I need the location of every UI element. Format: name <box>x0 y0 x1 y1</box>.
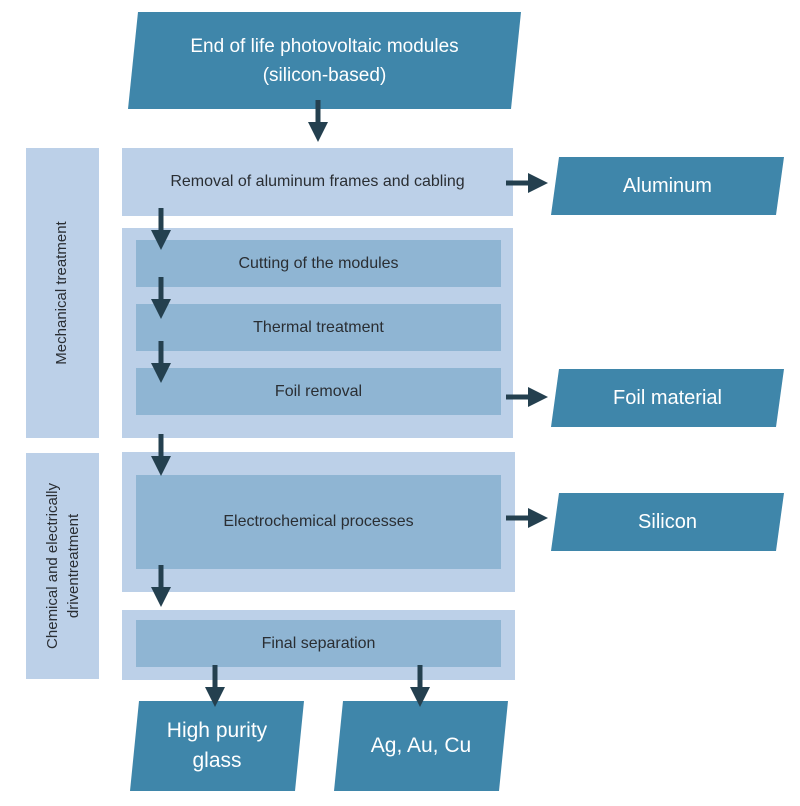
output-silicon-box <box>551 493 784 551</box>
output-silicon-label: Silicon <box>638 510 697 533</box>
output-foil-material-label: Foil material <box>613 386 722 409</box>
output-aluminum-label: Aluminum <box>623 174 712 197</box>
output-metals-label: Ag, Au, Cu <box>370 734 472 757</box>
output-glass-label: High purity glass <box>130 701 304 791</box>
step-final-separation: Final separation <box>136 620 501 667</box>
step-foil-removal: Foil removal <box>136 368 501 415</box>
output-glass-line-1: High purity <box>166 719 268 742</box>
mechanical-treatment-panel <box>26 148 99 438</box>
output-glass-box <box>130 701 304 791</box>
output-glass-line-2: glass <box>192 749 242 772</box>
step-removal: Removal of aluminum frames and cabling <box>122 148 513 216</box>
input-line-2: (silicon-based) <box>262 64 387 86</box>
output-metals-box <box>334 701 508 791</box>
chemical-treatment-panel <box>26 453 99 679</box>
output-foil-material-box <box>551 369 784 427</box>
input-line-1: End of life photovoltaic modules <box>190 35 459 57</box>
step-cutting: Cutting of the modules <box>136 240 501 287</box>
step-electrochemical: Electrochemical processes <box>136 475 501 569</box>
output-aluminum-box <box>551 157 784 215</box>
step-thermal: Thermal treatment <box>136 304 501 351</box>
input-label: End of life photovoltaic modules (silico… <box>128 12 521 109</box>
input-box <box>128 12 521 109</box>
